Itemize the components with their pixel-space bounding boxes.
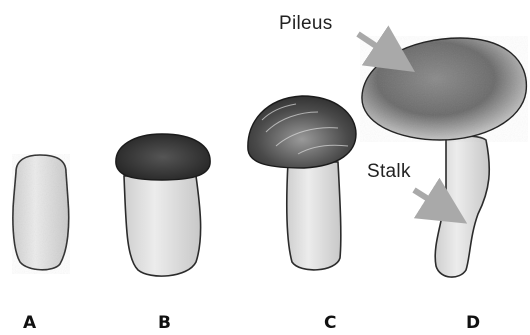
stage-d-stalk (435, 132, 489, 277)
stage-label-d: D (466, 313, 480, 333)
mushroom-stage-b (116, 134, 210, 276)
pileus-label: Pileus (279, 13, 333, 35)
stage-b-stalk (124, 176, 201, 276)
stage-c-stalk (287, 162, 341, 270)
mushroom-stage-d (360, 36, 528, 277)
stage-b-cap (116, 134, 210, 180)
stage-label-c: C (324, 313, 336, 333)
mushroom-stage-a (12, 154, 70, 274)
stalk-label: Stalk (367, 161, 411, 183)
stage-label-a: A (23, 313, 36, 333)
mushroom-stage-c (248, 96, 356, 270)
stage-label-b: B (158, 313, 171, 333)
